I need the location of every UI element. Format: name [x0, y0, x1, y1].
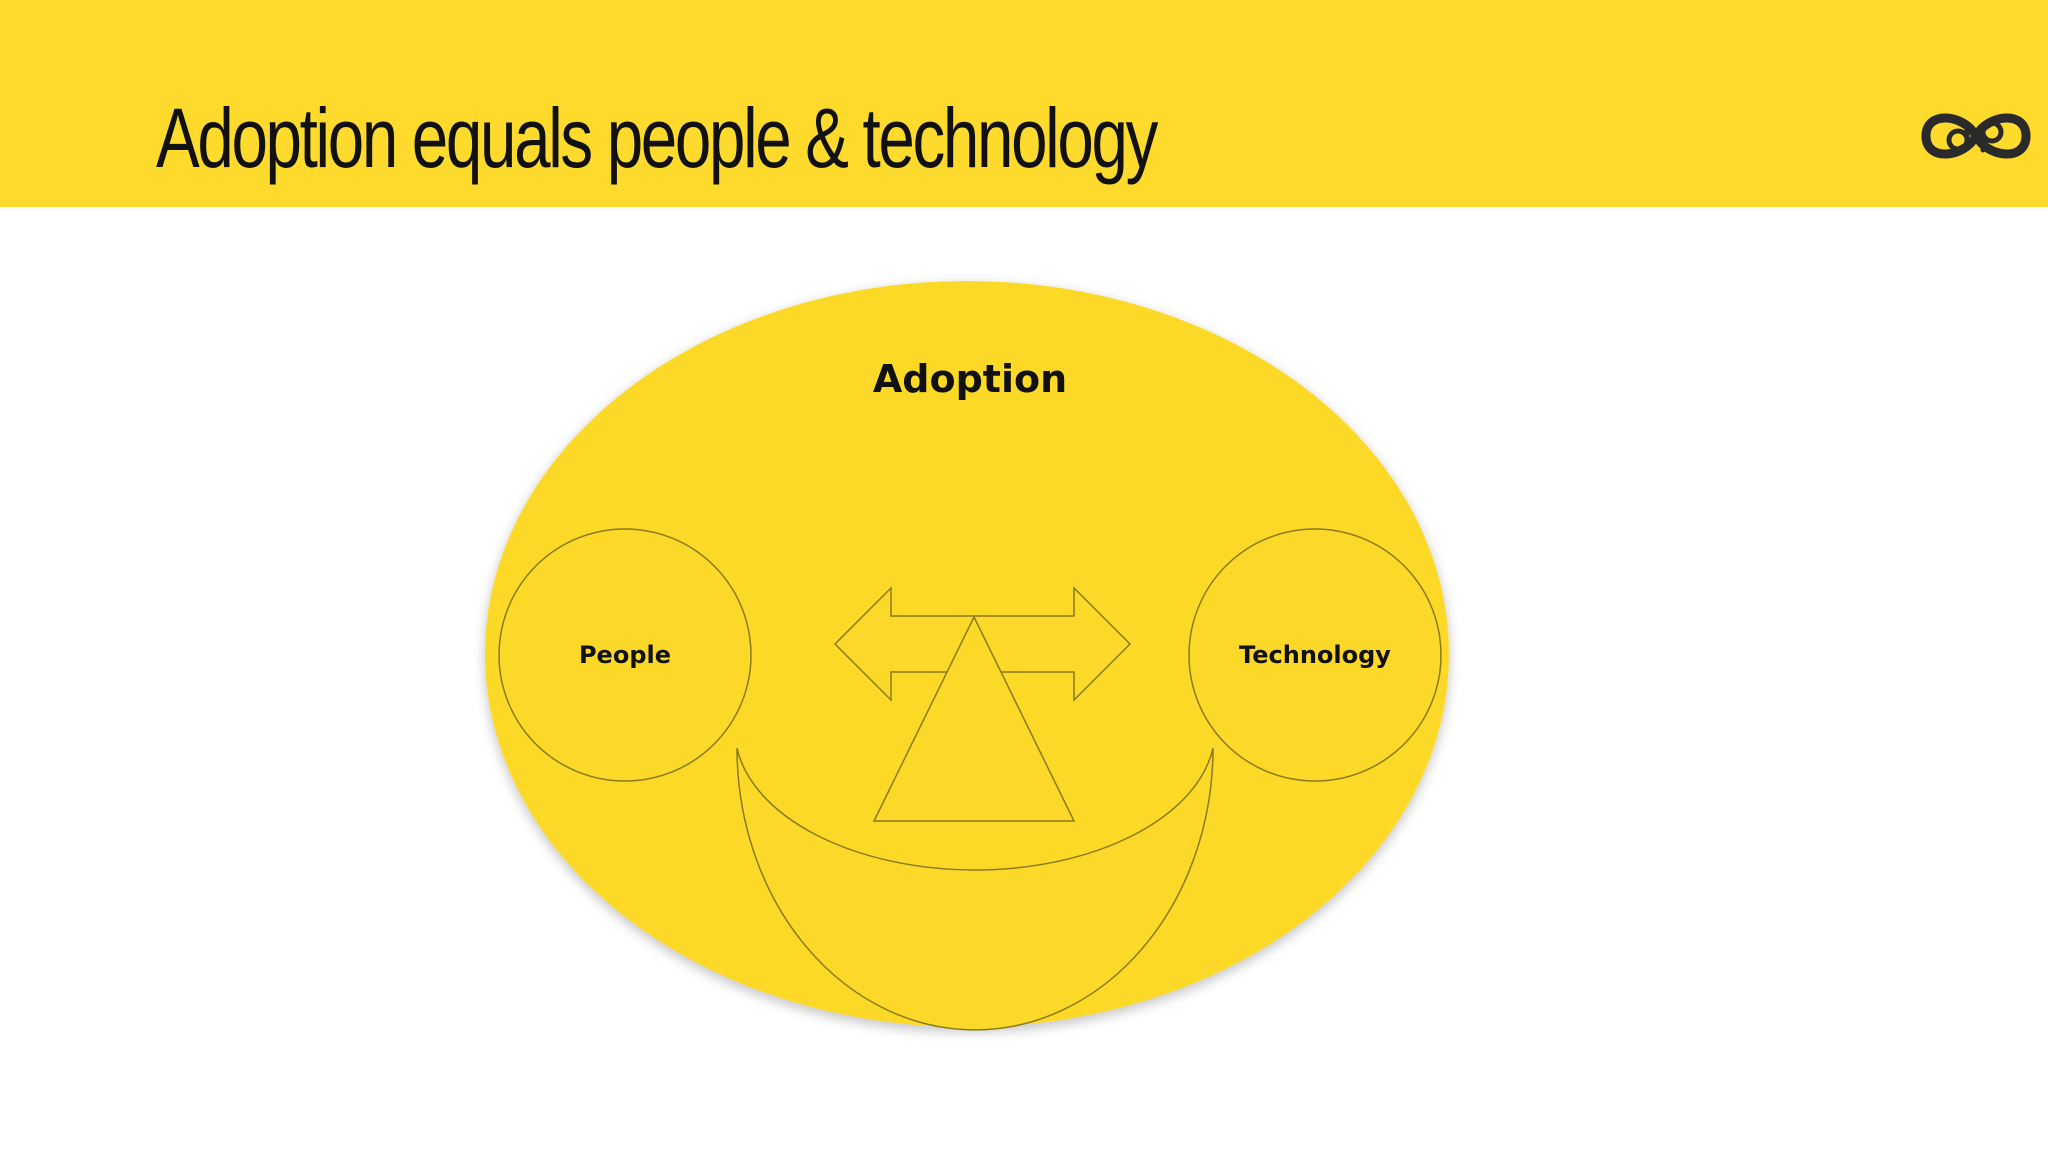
technology-circle: [1188, 528, 1442, 782]
slide-title: Adoption equals people & technology: [156, 91, 1158, 185]
crescent-shape: [736, 747, 1214, 1031]
triangle-shape: [872, 615, 1076, 822]
people-label: People: [579, 641, 671, 669]
adoption-label: Adoption: [873, 357, 1067, 401]
people-circle: [498, 528, 752, 782]
header-band: [0, 0, 2048, 207]
infinity-loop-logo-icon: [1921, 113, 2031, 159]
technology-label: Technology: [1239, 641, 1391, 669]
